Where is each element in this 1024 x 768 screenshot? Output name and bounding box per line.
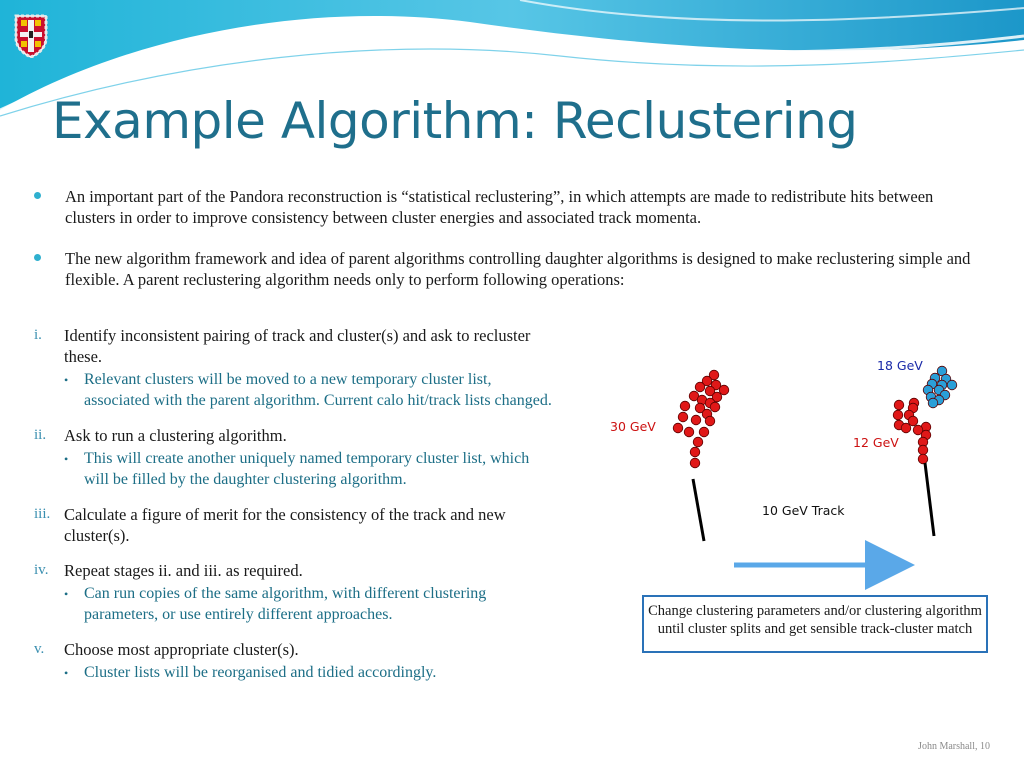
hit-dot xyxy=(912,424,924,436)
hit-dot xyxy=(927,397,939,409)
hit-dot xyxy=(690,414,702,426)
slide-title: Example Algorithm: Reclustering xyxy=(52,92,858,150)
bullet-dot xyxy=(34,192,41,199)
intro-bullet: The new algorithm framework and idea of … xyxy=(34,248,984,290)
label-track: 10 GeV Track xyxy=(762,503,845,518)
step-item: ii. Ask to run a clustering algorithm. •… xyxy=(34,425,554,490)
label-30gev: 30 GeV xyxy=(610,419,656,434)
reclustering-diagram xyxy=(672,365,958,590)
hit-dot xyxy=(709,401,721,413)
hit-dot xyxy=(704,385,716,397)
hit-dot xyxy=(708,369,720,381)
hit-dot xyxy=(893,399,905,411)
split-cluster-18gev xyxy=(922,365,958,409)
step-number: iii. xyxy=(34,506,51,522)
step-item: i. Identify inconsistent pairing of trac… xyxy=(34,325,554,411)
hit-dot xyxy=(677,411,689,423)
step-number: i. xyxy=(34,327,42,343)
track-line-right xyxy=(923,462,936,537)
label-18gev: 18 GeV xyxy=(877,358,923,373)
step-item: iv. Repeat stages ii. and iii. as requir… xyxy=(34,560,554,625)
step-item: v. Choose most appropriate cluster(s). •… xyxy=(34,639,554,684)
step-subpoint-text: Cluster lists will be reorganised and ti… xyxy=(84,664,437,681)
intro-bullet-text: The new algorithm framework and idea of … xyxy=(65,249,971,289)
hit-dot xyxy=(689,446,701,458)
step-number: iv. xyxy=(34,562,49,578)
step-subpoint-text: This will create another uniquely named … xyxy=(84,450,530,488)
sub-bullet: • xyxy=(64,373,69,387)
steps-list: i. Identify inconsistent pairing of trac… xyxy=(34,325,554,698)
hit-dot xyxy=(672,422,684,434)
label-12gev: 12 GeV xyxy=(853,435,899,450)
hit-dot xyxy=(917,453,929,465)
header-wave xyxy=(0,0,1024,117)
sub-bullet: • xyxy=(64,587,69,601)
hit-dot xyxy=(907,415,919,427)
step-subpoint-text: Relevant clusters will be moved to a new… xyxy=(84,371,552,409)
hit-dot xyxy=(694,381,706,393)
step-text: Repeat stages ii. and iii. as required. xyxy=(64,561,303,580)
step-number: v. xyxy=(34,641,45,657)
step-subpoint: • This will create another uniquely named… xyxy=(64,449,554,490)
sub-bullet: • xyxy=(64,452,69,466)
step-item: iii. Calculate a figure of merit for the… xyxy=(34,504,554,546)
hit-dot xyxy=(689,457,701,469)
hit-dot xyxy=(683,426,695,438)
step-subpoint: • Relevant clusters will be moved to a ne… xyxy=(64,370,554,411)
hit-dot xyxy=(694,402,706,414)
step-text: Identify inconsistent pairing of track a… xyxy=(64,326,531,366)
intro-bullet: An important part of the Pandora reconst… xyxy=(34,186,984,228)
hit-dot xyxy=(946,379,958,391)
hit-dot xyxy=(892,409,904,421)
hit-dot xyxy=(701,375,713,387)
step-subpoint: • Can run copies of the same algorithm, w… xyxy=(64,584,554,625)
intro-bullet-text: An important part of the Pandora reconst… xyxy=(65,187,934,227)
step-text: Choose most appropriate cluster(s). xyxy=(64,640,299,659)
hit-dot xyxy=(679,400,691,412)
hit-dot xyxy=(917,444,929,456)
track-line-left xyxy=(691,478,706,542)
university-crest-logo xyxy=(14,14,48,58)
slide-footer: John Marshall, 10 xyxy=(918,741,990,752)
hit-dot xyxy=(711,391,723,403)
callout-box: Change clustering parameters and/or clus… xyxy=(642,595,988,653)
combined-cluster xyxy=(672,369,730,469)
hit-dot xyxy=(692,436,704,448)
step-subpoint-text: Can run copies of the same algorithm, wi… xyxy=(84,585,487,623)
hit-dot xyxy=(718,384,730,396)
hit-dot xyxy=(704,415,716,427)
step-number: ii. xyxy=(34,427,47,443)
hit-dot xyxy=(900,422,912,434)
step-text: Ask to run a clustering algorithm. xyxy=(64,426,287,445)
step-subpoint: • Cluster lists will be reorganised and t… xyxy=(64,663,554,684)
step-text: Calculate a figure of merit for the cons… xyxy=(64,505,506,545)
hit-dot xyxy=(698,426,710,438)
bullet-dot xyxy=(34,254,41,261)
split-cluster-12gev xyxy=(892,397,932,465)
sub-bullet: • xyxy=(64,666,69,680)
